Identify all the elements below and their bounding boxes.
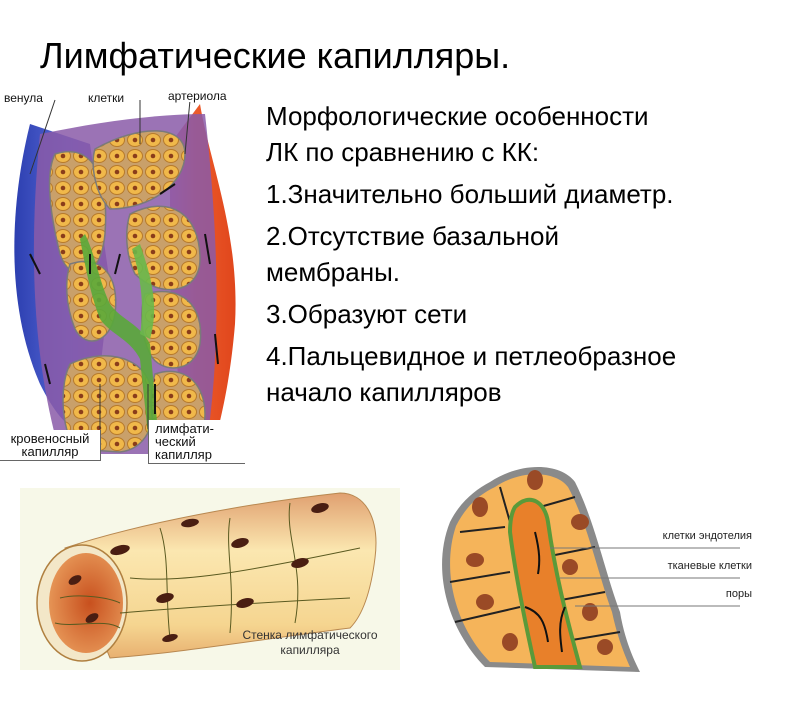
label-lymph-capillary-line1: лимфати- <box>155 421 214 436</box>
list-item-4: 4.Пальцевидное и петлеобразное начало ка… <box>266 338 786 410</box>
capillary-wall-caption: Стенка лимфатического капилляра <box>210 628 410 658</box>
list-item-4-line1: 4.Пальцевидное и петлеобразное <box>266 341 677 371</box>
label-venule: венула <box>4 91 43 105</box>
caption-line-2: капилляра <box>280 643 340 657</box>
capillary-wall-illustration <box>36 492 377 662</box>
legend-pores: поры <box>725 588 752 600</box>
label-lymph-capillary: лимфати- ческий капилляр <box>148 420 245 464</box>
list-item-2-line2: мембраны. <box>266 257 400 287</box>
intro-line-1: Морфологические особенности <box>266 101 649 131</box>
finger-capillary-figure: клетки эндотелия тканевые клетки поры <box>430 462 800 682</box>
capillary-network-illustration <box>14 99 236 459</box>
label-arteriole: артериола <box>168 89 227 103</box>
legend-endothelial-cells: клетки эндотелия <box>662 530 752 542</box>
list-item-2: 2.Отсутствие базальной мембраны. <box>266 218 786 290</box>
caption-line-1: Стенка лимфатического <box>242 628 378 642</box>
list-item-4-line2: начало капилляров <box>266 377 502 407</box>
slide-title: Лимфатические капилляры. <box>40 35 511 76</box>
legend-tissue-cells: тканевые клетки <box>667 560 752 572</box>
finger-capillary-illustration <box>442 467 740 672</box>
label-blood-capillary-line2: капилляр <box>21 444 79 459</box>
label-blood-capillary: кровеносный капилляр <box>0 430 101 461</box>
list-item-3: 3.Образуют сети <box>266 299 468 329</box>
label-blood-capillary-line1: кровеносный <box>10 431 90 446</box>
capillary-wall-figure: Стенка лимфатического капилляра <box>20 488 400 670</box>
capillary-network-figure: венула клетки артериола кровеносный капи… <box>0 84 250 464</box>
label-lymph-capillary-line3: капилляр <box>155 447 212 462</box>
label-lymph-capillary-line2: ческий <box>155 434 196 449</box>
list-item-2-line1: 2.Отсутствие базальной <box>266 221 559 251</box>
list-item-1: 1.Значительно больший диаметр. <box>266 179 674 209</box>
label-cells: клетки <box>88 91 125 105</box>
intro-line-2: ЛК по сравнению с КК: <box>266 137 540 167</box>
slide-body: Морфологические особенности ЛК по сравне… <box>266 98 786 410</box>
